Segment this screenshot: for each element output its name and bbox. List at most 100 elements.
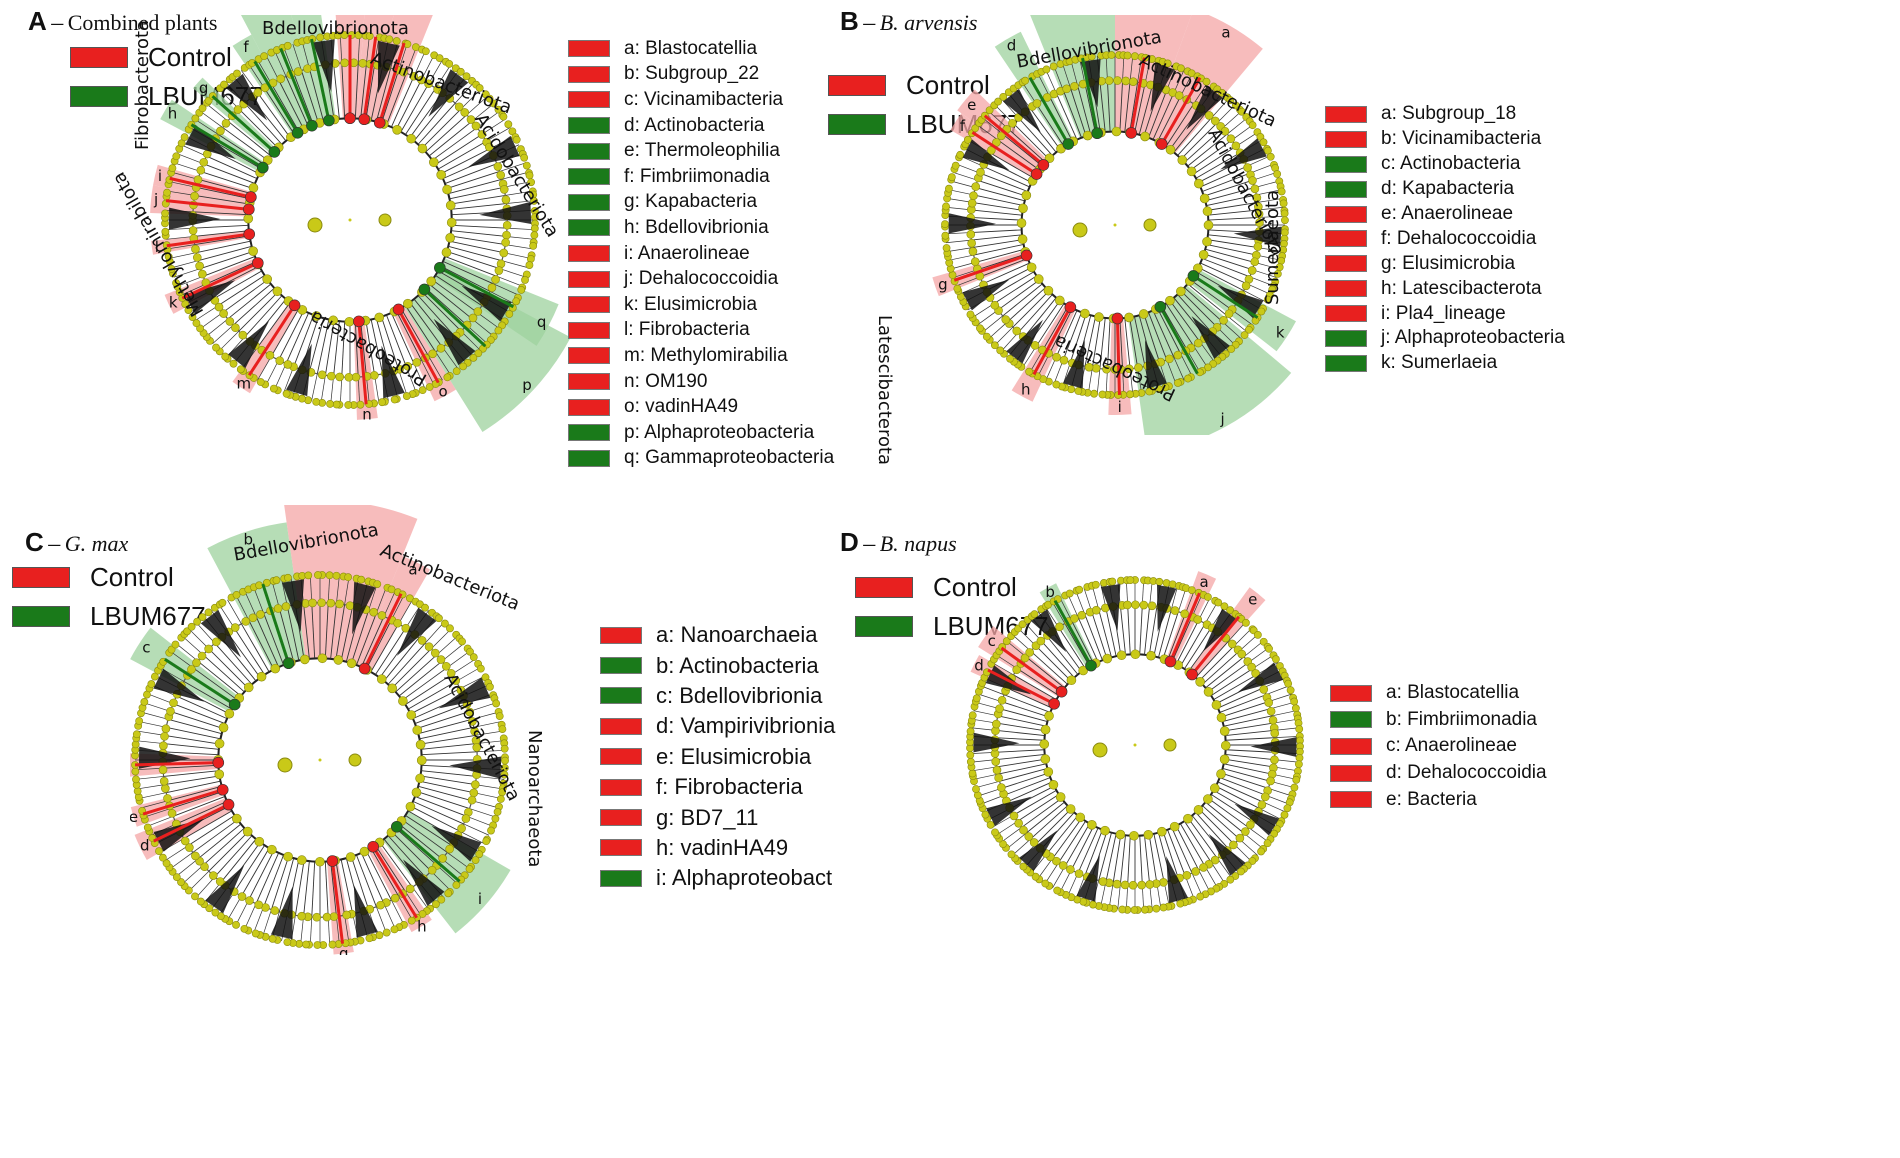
- node-dot: [253, 88, 263, 97]
- node-dot: [1102, 653, 1113, 664]
- branch-line: [1099, 81, 1106, 133]
- legend-label: k: Elusimicrobia: [624, 293, 758, 315]
- leaf-line: [1254, 262, 1280, 270]
- node-dot: [1255, 218, 1264, 227]
- leaf-line: [503, 252, 532, 259]
- leaf-line: [972, 303, 995, 318]
- node-dot: [1130, 649, 1141, 660]
- node-dot: [382, 928, 391, 937]
- branch-line: [354, 62, 359, 119]
- node-dot: [1257, 307, 1266, 316]
- node-dot: [296, 855, 307, 865]
- panel-letter: D: [840, 527, 859, 557]
- leaf-line: [436, 635, 458, 656]
- panel-d-title: D – B. napus: [840, 527, 957, 558]
- node-dot: [163, 188, 171, 197]
- node-dot: [418, 386, 427, 395]
- legend-label: c: Bdellovibrionia: [656, 682, 823, 708]
- biomarker-node-n: [353, 315, 365, 328]
- node-dot: [1187, 586, 1196, 594]
- node-dot: [1182, 871, 1192, 880]
- node-dot: [493, 808, 502, 816]
- node-dot: [328, 940, 337, 949]
- node-dot: [1078, 665, 1088, 676]
- branch-line: [995, 729, 1045, 736]
- node-dot: [313, 941, 322, 949]
- leaf-line: [1243, 290, 1267, 303]
- branch-line: [1175, 619, 1200, 665]
- branch-line: [1119, 318, 1124, 370]
- biomarker-branch-d: [987, 668, 1055, 706]
- node-dot: [198, 613, 207, 621]
- leaf-line: [1129, 368, 1134, 395]
- leaf-line: [475, 784, 503, 790]
- node-dot: [1002, 637, 1011, 646]
- leaf-line: [1257, 198, 1283, 203]
- node-dot: [469, 788, 479, 798]
- branch-line: [263, 854, 284, 907]
- leaf-line: [1037, 858, 1053, 879]
- leaf-line: [1228, 622, 1246, 642]
- branch-line: [324, 602, 329, 659]
- node-dot: [1112, 879, 1122, 889]
- node-dot: [997, 783, 1006, 792]
- branch-line: [428, 120, 473, 157]
- node-dot: [328, 315, 339, 326]
- leaf-line: [994, 326, 1014, 346]
- branch-line: [1152, 310, 1175, 358]
- node-dot: [351, 372, 361, 382]
- node-dot: [1265, 644, 1273, 653]
- node-dot: [499, 185, 509, 194]
- biomarker-letter-n: n: [362, 405, 372, 423]
- node-dot: [491, 814, 500, 823]
- branch-line: [194, 194, 250, 205]
- leaf-line: [977, 693, 1002, 702]
- node-dot: [468, 313, 478, 323]
- node-dot: [158, 853, 167, 862]
- leaf-line: [391, 899, 405, 925]
- legend-label: q: Gammaproteobacteria: [624, 447, 835, 469]
- leaf-line: [1246, 283, 1271, 295]
- legend-swatch: [1325, 155, 1367, 173]
- branch-line: [248, 619, 275, 670]
- leaf-line: [339, 35, 343, 63]
- node-dot: [1193, 615, 1203, 624]
- node-dot: [1062, 84, 1071, 94]
- branch-line: [1023, 297, 1057, 338]
- node-dot: [219, 309, 228, 318]
- node-dot: [283, 41, 292, 50]
- node-dot: [421, 47, 430, 56]
- node-dot: [159, 776, 169, 786]
- node-dot: [415, 739, 426, 750]
- node-dot: [458, 637, 466, 646]
- legend-row-l: l: Fibrobacteria: [568, 318, 834, 344]
- legend-row-h: h: Bdellovibrionia: [568, 215, 834, 241]
- legend-label: g: BD7_11: [656, 804, 759, 830]
- biomarker-letter-a: a: [1200, 573, 1209, 591]
- branch-line: [381, 316, 400, 370]
- fan-triangle: [431, 825, 482, 862]
- leaf-line: [1275, 736, 1300, 739]
- branch-line: [192, 667, 238, 701]
- branch-line: [255, 616, 280, 668]
- node-dot: [325, 571, 334, 580]
- leaf-line: [1100, 882, 1107, 907]
- node-dot: [1284, 679, 1293, 688]
- branch-line: [999, 708, 1048, 722]
- biomarker-branch-a: [363, 593, 403, 670]
- branch-line: [418, 718, 473, 735]
- panel-c-title: C – G. max: [25, 527, 128, 558]
- fan-triangle: [962, 139, 1010, 171]
- node-dot: [1248, 176, 1257, 185]
- branch-line: [1208, 216, 1260, 221]
- node-dot: [1173, 350, 1183, 360]
- leaf-line: [309, 575, 313, 603]
- node-dot: [248, 246, 258, 256]
- leaf-line: [428, 356, 443, 381]
- leaf-line: [168, 181, 197, 188]
- branch-line: [1187, 283, 1228, 317]
- node-dot: [1202, 77, 1211, 86]
- branch-line: [194, 235, 250, 246]
- node-dot: [1170, 606, 1180, 615]
- leaf-line: [1006, 832, 1027, 850]
